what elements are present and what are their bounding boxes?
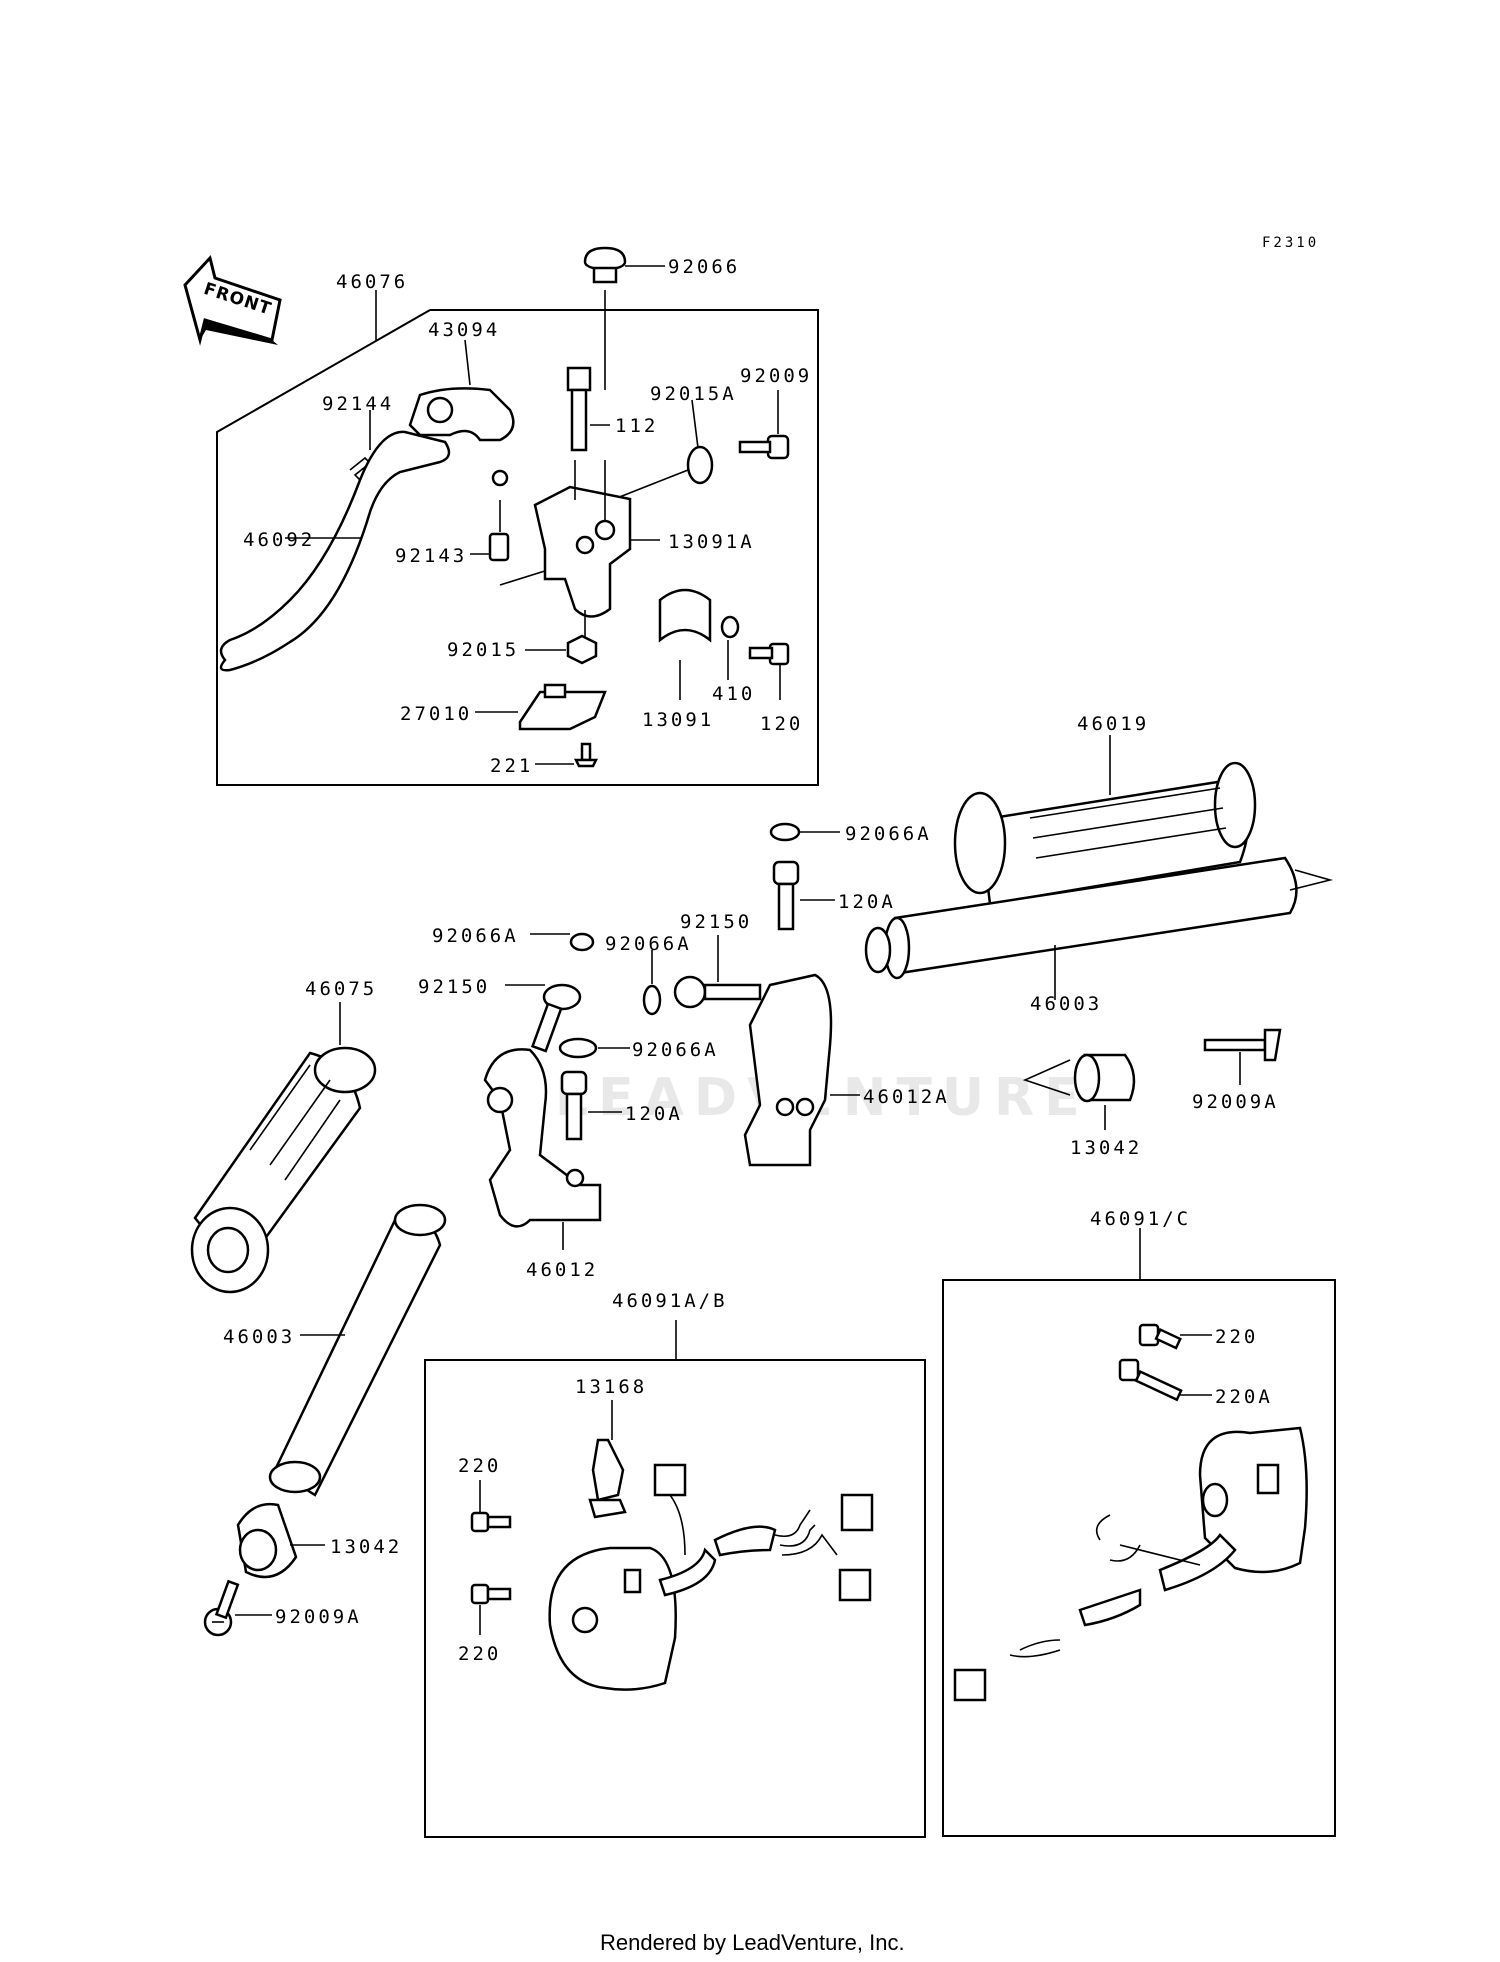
callout-92066: 92066 bbox=[668, 256, 740, 278]
callout-120A-low: 120A bbox=[625, 1103, 683, 1125]
callout-46091C: 46091/C bbox=[1090, 1208, 1191, 1230]
callout-120: 120 bbox=[760, 713, 803, 735]
screw-220-a bbox=[470, 1480, 512, 1533]
screw-220A bbox=[1118, 1358, 1212, 1402]
callout-92066A-top: 92066A bbox=[845, 823, 932, 845]
callout-92144: 92144 bbox=[322, 393, 394, 415]
holder-46012 bbox=[483, 1048, 602, 1250]
bolt-120A-low bbox=[560, 1070, 622, 1141]
callout-46019: 46019 bbox=[1077, 713, 1149, 735]
washer-92066A-top bbox=[769, 822, 840, 842]
bolt-112 bbox=[566, 366, 610, 452]
switch-box-left bbox=[424, 1359, 926, 1838]
callout-46075: 46075 bbox=[305, 978, 377, 1000]
holder-46012A bbox=[743, 973, 860, 1167]
callout-220-a: 220 bbox=[458, 1455, 501, 1477]
nut-92015 bbox=[525, 634, 598, 665]
collar-92143 bbox=[470, 500, 549, 586]
callout-92015: 92015 bbox=[447, 639, 519, 661]
screw-92009A-right bbox=[1203, 1028, 1282, 1085]
callout-13091: 13091 bbox=[642, 709, 714, 731]
callout-92009A-right: 92009A bbox=[1192, 1091, 1279, 1113]
weight-13042-left bbox=[236, 1502, 325, 1579]
pipe-46003-right bbox=[864, 856, 1334, 1000]
callout-92143: 92143 bbox=[395, 545, 467, 567]
callout-13168: 13168 bbox=[575, 1376, 647, 1398]
callout-410: 410 bbox=[712, 683, 755, 705]
pipe-46003-left bbox=[268, 1203, 447, 1497]
callout-46091AB: 46091A/B bbox=[612, 1290, 728, 1312]
callout-46076: 46076 bbox=[336, 271, 408, 293]
callout-13042-right: 13042 bbox=[1070, 1137, 1142, 1159]
lever-assembly-box bbox=[216, 290, 819, 786]
callout-220-b: 220 bbox=[458, 1643, 501, 1665]
clamp-43094 bbox=[408, 339, 515, 442]
screw-220-right bbox=[1138, 1323, 1212, 1350]
callout-92015A: 92015A bbox=[650, 383, 737, 405]
clamp-13091 bbox=[658, 588, 712, 700]
switch-housing-right bbox=[953, 1426, 1308, 1702]
washer-410 bbox=[720, 615, 740, 680]
callout-92150-top: 92150 bbox=[680, 911, 752, 933]
switch-27010 bbox=[475, 683, 607, 731]
callout-46012: 46012 bbox=[526, 1259, 598, 1281]
cap-92066 bbox=[583, 246, 665, 390]
screw-92009A-left bbox=[203, 1579, 272, 1637]
part-13168 bbox=[588, 1400, 627, 1519]
callout-120A-top: 120A bbox=[838, 891, 896, 913]
switch-box-right bbox=[942, 1279, 1336, 1837]
callout-220-right: 220 bbox=[1215, 1326, 1258, 1348]
bolt-92150-top bbox=[673, 935, 762, 1009]
screw-220-b bbox=[470, 1583, 512, 1635]
sheet-code: F2310 bbox=[1262, 235, 1319, 251]
weight-13042-right bbox=[1022, 1053, 1136, 1130]
lever-46092 bbox=[219, 430, 509, 672]
bolt-92150-left bbox=[505, 983, 582, 1053]
callout-46003-right: 46003 bbox=[1030, 993, 1102, 1015]
washer-92066A-left bbox=[530, 932, 595, 952]
callout-112: 112 bbox=[615, 415, 658, 437]
callout-92009: 92009 bbox=[740, 365, 812, 387]
callout-92066A-low: 92066A bbox=[632, 1039, 719, 1061]
grip-46075 bbox=[190, 1002, 377, 1294]
nut-92015A bbox=[611, 399, 714, 501]
callout-92066A-left: 92066A bbox=[432, 925, 519, 947]
footer-credit: Rendered by LeadVenture, Inc. bbox=[600, 1930, 905, 1955]
bolt-120 bbox=[748, 642, 790, 700]
switch-housing-left bbox=[548, 1463, 874, 1691]
holder-13091A bbox=[533, 460, 660, 645]
callout-92150-left: 92150 bbox=[418, 976, 490, 998]
callout-27010: 27010 bbox=[400, 703, 472, 725]
callout-43094: 43094 bbox=[428, 319, 500, 341]
callout-220A: 220A bbox=[1215, 1386, 1273, 1408]
callout-46092: 46092 bbox=[243, 529, 315, 551]
callout-46012A: 46012A bbox=[863, 1086, 950, 1108]
callout-92066A-mid: 92066A bbox=[605, 933, 692, 955]
callout-13091A: 13091A bbox=[668, 531, 755, 553]
grip-46019 bbox=[953, 735, 1257, 906]
callout-92009A-left: 92009A bbox=[275, 1606, 362, 1628]
front-arrow-icon: FRONT bbox=[183, 254, 282, 346]
screw-92009 bbox=[738, 390, 790, 460]
bolt-120A-top bbox=[772, 860, 835, 931]
washer-92066A-mid bbox=[642, 950, 662, 1016]
callout-13042-left: 13042 bbox=[330, 1536, 402, 1558]
washer-92066A-low bbox=[558, 1037, 630, 1059]
screw-221 bbox=[535, 742, 599, 768]
callout-46003-left: 46003 bbox=[223, 1326, 295, 1348]
callout-221: 221 bbox=[490, 755, 533, 777]
